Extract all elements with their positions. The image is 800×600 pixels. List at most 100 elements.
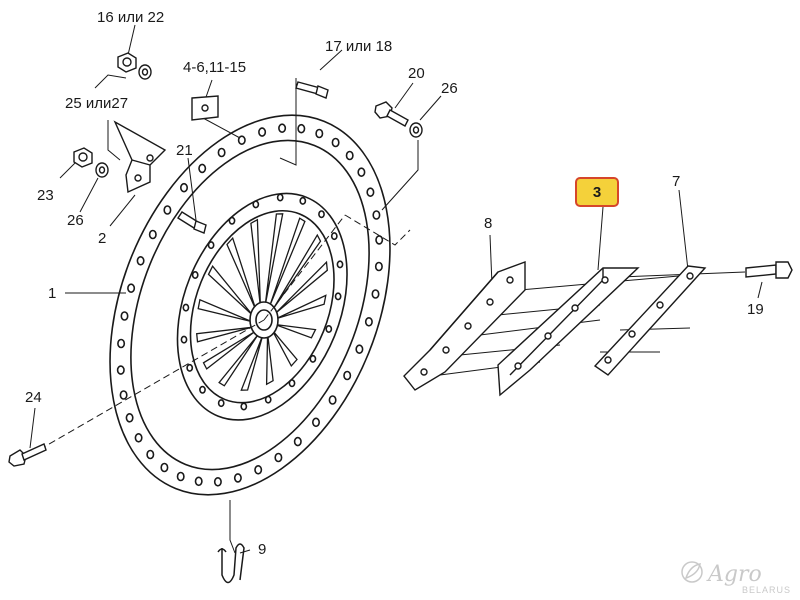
hub-hole: [180, 335, 188, 344]
rim-hole: [258, 127, 267, 137]
rim-hole: [119, 390, 128, 400]
rim-hole: [194, 476, 203, 487]
hub-hole: [330, 232, 338, 241]
hub-hole: [240, 402, 248, 411]
hub-hole: [186, 363, 194, 372]
hub-hole: [276, 193, 284, 202]
clip-9: [217, 543, 245, 584]
rim-hole: [278, 123, 287, 133]
hub-hole: [252, 200, 260, 209]
plate-4: [191, 95, 219, 121]
highlight-box: [575, 177, 619, 207]
rim-hole: [345, 150, 354, 161]
spoke: [269, 217, 306, 306]
rim-hole: [315, 128, 324, 139]
rim-hole: [163, 205, 172, 215]
label-24: 24: [25, 389, 42, 406]
nut-16: [117, 52, 137, 73]
label-25: 25 или27: [65, 95, 128, 112]
watermark-brand: Agro: [706, 562, 762, 587]
highlight-callout-3[interactable]: 3: [575, 177, 619, 207]
rim-hole: [180, 182, 189, 193]
hub-hole: [217, 399, 225, 408]
spoke: [264, 213, 284, 305]
label-2: 2: [98, 230, 106, 247]
washer-26-right: [409, 122, 423, 138]
rim-hole: [311, 417, 320, 428]
rim-hole: [148, 229, 157, 240]
rim-hole: [297, 123, 306, 134]
label-20: 20: [408, 65, 425, 82]
spoke: [276, 294, 327, 320]
strip-8: [403, 260, 526, 391]
rim-hole: [293, 436, 302, 447]
rim-hole: [366, 187, 375, 197]
spoke: [195, 326, 253, 343]
hub-hole: [199, 385, 206, 394]
hub-hole: [264, 395, 272, 404]
rim-hole: [198, 163, 207, 174]
spoke: [218, 334, 259, 387]
rim-hole: [331, 137, 340, 148]
rim-hole: [117, 338, 126, 349]
hub-hole: [288, 379, 296, 388]
hub-hole: [182, 303, 190, 312]
label-26-top: 26: [441, 80, 458, 97]
rim-hole: [237, 135, 246, 145]
part-labels: 16 или 22 4-6,11-15 17 или 18 20 26 25 и…: [25, 9, 764, 558]
rim-hole: [355, 344, 364, 355]
hub-hole: [207, 241, 215, 250]
bolt-19: [745, 261, 793, 279]
label-19: 19: [747, 301, 764, 318]
label-21: 21: [176, 142, 193, 159]
hub-hole: [299, 196, 307, 205]
rim-hole: [146, 449, 155, 460]
center-axis-lines: [29, 214, 411, 456]
spoke: [273, 233, 322, 309]
rim-hole: [357, 167, 366, 177]
watermark-sub: BELARUS: [742, 585, 791, 595]
bolt-24: [8, 443, 47, 467]
strip-7: [593, 265, 707, 376]
bolt-20: [374, 101, 409, 127]
rim-hole: [176, 471, 185, 482]
disc-hub-ring: [176, 192, 348, 421]
rim-hole: [328, 395, 337, 405]
label-23: 23: [37, 187, 54, 204]
spoke: [226, 236, 257, 311]
rim-hole: [371, 289, 380, 299]
label-1: 1: [48, 285, 56, 302]
spoke: [274, 323, 317, 339]
spoke: [271, 329, 298, 368]
rim-hole: [125, 412, 134, 423]
watermark: Agro BELARUS: [681, 561, 791, 595]
rim-hole: [134, 432, 143, 443]
rim-hole: [343, 370, 352, 381]
spoke: [240, 335, 264, 391]
rim-hole: [375, 235, 384, 245]
rim-hole: [217, 147, 226, 158]
hub-hole: [325, 324, 333, 333]
spoke: [275, 260, 328, 314]
hub-hole: [228, 216, 236, 225]
washer-25: [138, 64, 152, 80]
rim-hole: [120, 311, 129, 321]
disc-spokes: [195, 213, 328, 391]
rim-hole: [213, 476, 222, 487]
nut-23: [73, 147, 93, 168]
bolt-17: [295, 81, 329, 99]
washer-26-left: [95, 162, 109, 178]
spoke: [197, 298, 252, 323]
rim-hole: [127, 283, 136, 294]
bolt-21: [177, 211, 207, 234]
bracket-2: [113, 120, 167, 194]
rim-hole: [233, 473, 242, 483]
label-9: 9: [258, 541, 266, 558]
disc-hub-inner: [189, 209, 335, 404]
label-17: 17 или 18: [325, 38, 392, 55]
rim-hole: [274, 452, 283, 463]
label-26-left: 26: [67, 212, 84, 229]
hub-hole: [318, 210, 325, 219]
spoke: [265, 333, 274, 386]
